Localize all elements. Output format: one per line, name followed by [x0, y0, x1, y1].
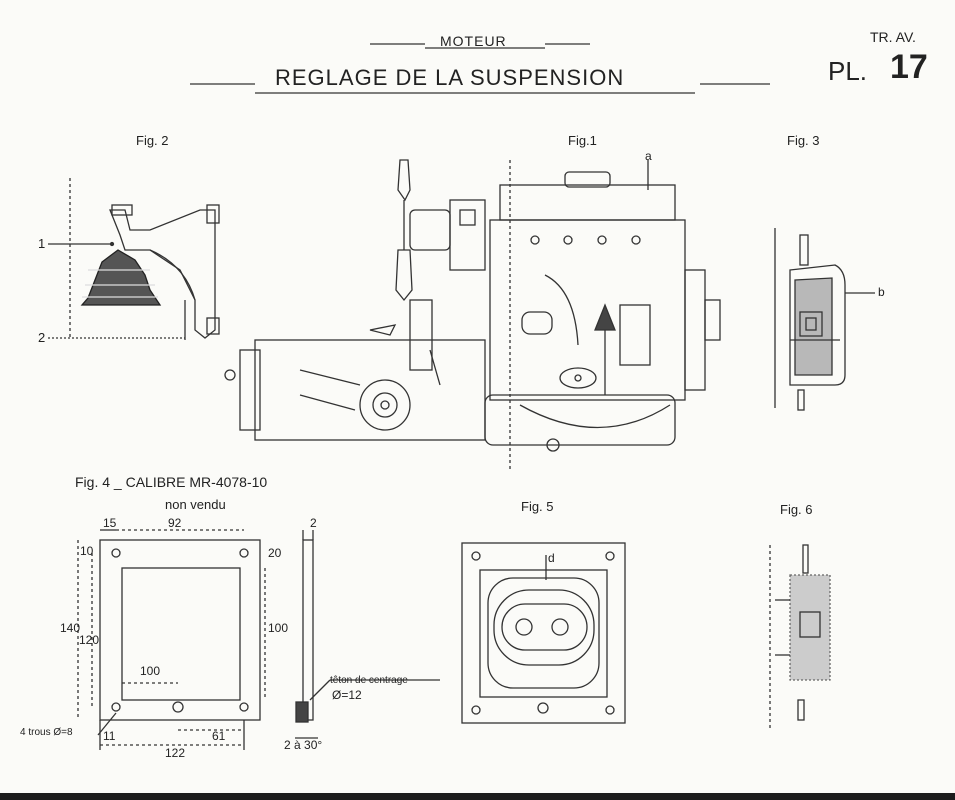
fig3-callout-b: b	[878, 285, 885, 299]
dim-122: 122	[165, 746, 186, 760]
fig5-plate-drawing	[461, 542, 626, 724]
dim-11: 11	[103, 729, 116, 743]
header-rules	[190, 43, 770, 94]
fig3-label: Fig. 3	[787, 133, 820, 148]
dim-100-inner: 100	[140, 664, 161, 678]
teton-diameter: Ø=12	[332, 688, 362, 702]
fig6-mount-drawing	[769, 544, 831, 730]
dim-120: 120	[79, 633, 100, 647]
fig2-label: Fig. 2	[136, 133, 169, 148]
plate-prefix: PL.	[828, 56, 868, 86]
dim-2: 2	[310, 516, 317, 530]
fig4-gauge-drawing	[77, 529, 440, 750]
fig5-label: Fig. 5	[521, 499, 554, 514]
dim-100-right: 100	[268, 621, 289, 635]
angle-note: 2 à 30°	[284, 738, 323, 752]
fig1-engine-drawing	[224, 159, 721, 470]
plate-number: 17	[890, 48, 928, 86]
fig2-callout-2: 2	[38, 330, 46, 345]
dim-20: 20	[268, 546, 282, 560]
fig5-callout-d: d	[548, 551, 555, 565]
dim-15: 15	[103, 516, 117, 530]
bottom-border	[0, 793, 955, 800]
page-title: REGLAGE DE LA SUSPENSION	[275, 65, 625, 90]
fig4-sublabel: non vendu	[165, 497, 226, 512]
section-title: MOTEUR	[440, 33, 507, 49]
plate-reference: TR. AV.	[870, 29, 916, 45]
fig1-callout-a: a	[645, 149, 652, 163]
dim-10: 10	[80, 544, 94, 558]
dim-92: 92	[168, 516, 182, 530]
fig2-bracket-drawing	[48, 178, 220, 340]
dim-140: 140	[60, 621, 81, 635]
teton-note: têton de centrage	[330, 675, 408, 686]
fig2-callout-1: 1	[38, 236, 46, 251]
holes-note: 4 trous Ø=8	[20, 727, 73, 738]
dim-61: 61	[212, 729, 226, 743]
fig6-label: Fig. 6	[780, 502, 813, 517]
fig4-label: Fig. 4 _ CALIBRE MR-4078-10	[75, 474, 268, 490]
fig1-label: Fig.1	[568, 133, 597, 148]
fig3-mount-drawing	[774, 228, 875, 411]
